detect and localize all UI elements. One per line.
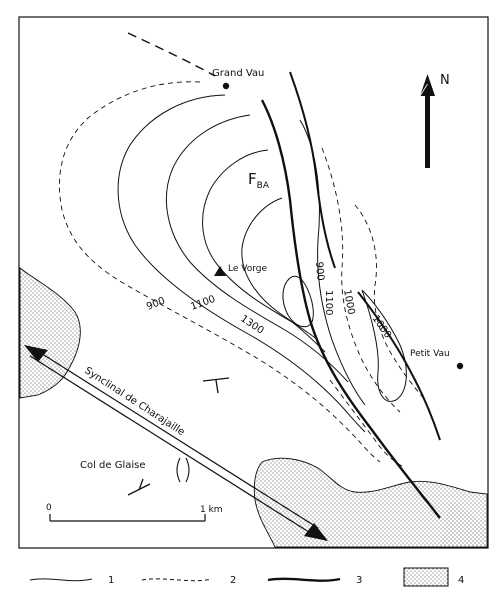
contour-900-dashed [59,81,381,463]
syncline-label: Synclinal de Charajaille [82,365,186,438]
col-de-glaise-label: Col de Glaise [80,460,146,471]
dotted-area-east [440,500,487,547]
contour-1100 [117,94,366,433]
contour-label-1000-a: 1000 [341,289,356,316]
north-arrow [419,74,435,168]
fault-south-east [357,291,441,441]
north-label: N [440,73,450,88]
fault-east [289,71,336,269]
col-de-glaise-pass-symbol [176,457,190,483]
fault-main [260,99,441,519]
grand-vau-dot [222,82,230,90]
contour-label-900: 900 [145,295,167,312]
legend-num-2: 2 [230,575,236,586]
dip-symbol-central [202,377,230,394]
dashed-line-northwest [127,32,216,77]
legend-symbol-1 [29,578,93,582]
legend-symbol-4 [403,567,449,587]
contour-label-1100: 1100 [189,294,217,313]
scale-one-km-label: 1 km [200,505,223,515]
legend-symbol-3 [267,577,341,582]
map-frame [18,16,489,549]
legend-num-1: 1 [108,575,114,586]
le-vorge-summit-triangle [214,266,226,276]
le-vorge-label: Le Vorge [228,264,267,274]
scale-bar [49,514,206,522]
contour-east-loop [361,289,407,402]
scale-zero-label: 0 [46,503,52,513]
legend: 1 2 3 4 [29,567,464,587]
petit-vau-dot [456,362,464,370]
contour-label-1100-east: 1100 [323,290,334,315]
contour-1100-inner [166,114,349,383]
grand-vau-label: Grand Vau [212,68,264,79]
legend-symbol-2 [141,578,213,582]
syncline-axis [24,345,328,541]
petit-vau-label: Petit Vau [410,349,450,359]
contour-label-900-east: 900 [313,261,326,281]
dip-symbol-south [127,478,151,496]
legend-num-3: 3 [356,575,362,586]
contour-east-lower [329,379,406,469]
contour-1300-closed [282,275,314,328]
contour-east-2 [321,147,401,413]
fold-label: FBA [248,170,270,191]
legend-num-4: 4 [458,575,464,586]
dotted-area-west [19,267,81,399]
